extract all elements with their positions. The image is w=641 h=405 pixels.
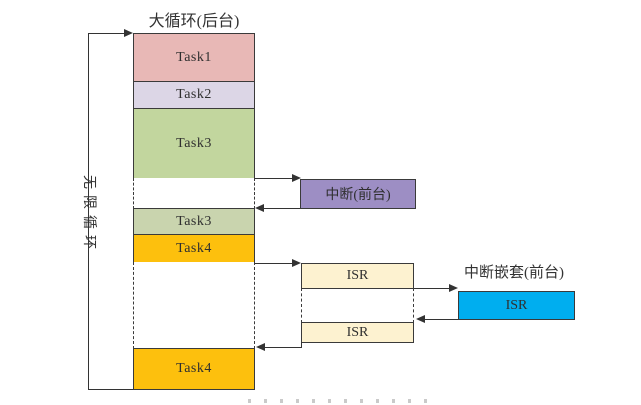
task-block-task4-resumed: Task4 (133, 348, 255, 390)
caption-fragment (248, 399, 428, 403)
loop-bracket-vertical-line (88, 33, 89, 390)
isr2-return-arrowhead-icon (256, 343, 265, 351)
loop-top-arrowhead-icon (124, 29, 133, 37)
isr-gap-dashed-left (301, 288, 302, 323)
interrupt-return-line (263, 208, 300, 209)
isr2-return-connector (301, 342, 302, 348)
task-block-task3-resumed: Task3 (133, 208, 255, 235)
task-block-task3: Task3 (133, 108, 255, 179)
interrupt-entry-arrowhead-icon (292, 174, 301, 182)
isr2-return-line (264, 347, 301, 348)
isr1-entry-line (255, 263, 293, 264)
nested-isr-block: ISR (458, 291, 575, 320)
interrupt-entry-line (255, 178, 295, 179)
nested-return-arrowhead-icon (416, 315, 425, 323)
stack-suspended-gap-1 (133, 178, 255, 209)
isr-gap-dashed-right (413, 288, 414, 323)
task-block-task2: Task2 (133, 81, 255, 109)
background-loop-title: 大循环(后台) (148, 13, 240, 30)
loop-bracket-top-line (88, 33, 125, 34)
loop-bracket-bottom-line (88, 389, 133, 390)
infinite-loop-label: 无限循环 (81, 175, 96, 255)
isr2-block: ISR (301, 322, 414, 343)
stack-suspended-gap-2 (133, 262, 255, 349)
interrupt-foreground-block: 中断(前台) (300, 179, 416, 209)
task-block-task4: Task4 (133, 234, 255, 263)
nested-entry-arrowhead-icon (449, 284, 458, 292)
interrupt-return-arrowhead-icon (255, 204, 264, 212)
task-block-task1: Task1 (133, 33, 255, 82)
nested-entry-line (414, 288, 450, 289)
isr1-entry-arrowhead-icon (292, 259, 301, 267)
nested-interrupt-title: 中断嵌套(前台) (464, 265, 564, 281)
nested-return-line (425, 319, 458, 320)
isr1-block: ISR (301, 263, 414, 289)
